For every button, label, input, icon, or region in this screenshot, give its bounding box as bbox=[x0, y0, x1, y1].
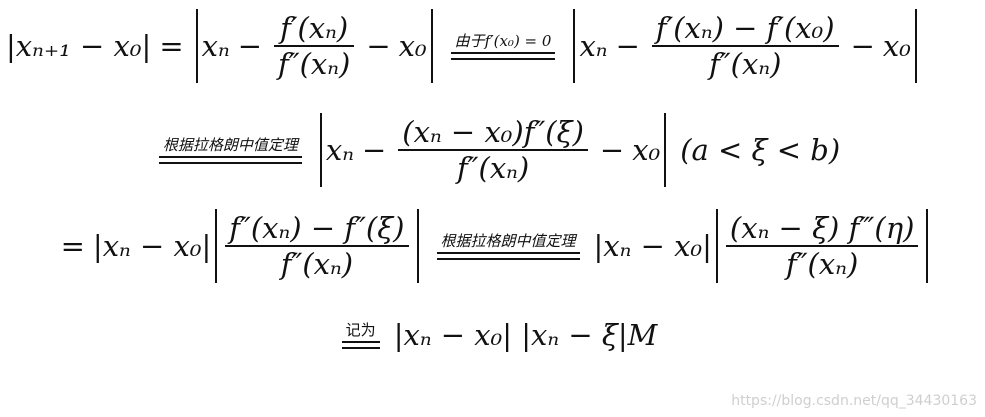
fraction-bar bbox=[225, 245, 409, 247]
minus-sign: − bbox=[361, 133, 387, 167]
abs-group-5: (xₙ − ξ) f‴(η) f″(xₙ) bbox=[715, 209, 929, 283]
fraction-numerator: f′(xₙ) bbox=[280, 11, 349, 45]
double-bar bbox=[450, 52, 556, 60]
fraction-denominator: f″(xₙ) bbox=[278, 47, 351, 81]
double-bar bbox=[436, 252, 580, 260]
lagrange-label: 根据拉格朗中值定理 bbox=[162, 136, 298, 154]
watermark-url: https://blog.csdn.net/qq_34430163 bbox=[731, 393, 977, 409]
minus-sign: − bbox=[237, 29, 263, 63]
fraction-bar bbox=[398, 149, 588, 151]
minus-sign: − bbox=[850, 29, 875, 63]
double-bar bbox=[341, 341, 380, 349]
abs-xn-minus-x0: |xₙ − x₀| bbox=[593, 229, 712, 263]
fraction-bar bbox=[274, 45, 355, 47]
minus-sign: − bbox=[366, 29, 391, 63]
equals-sign: = bbox=[159, 29, 184, 63]
defined-equals-denote: 记为 bbox=[341, 321, 380, 349]
third-derivative-fraction: (xₙ − ξ) f‴(η) f″(xₙ) bbox=[725, 211, 919, 281]
equals-sign: = bbox=[60, 229, 85, 263]
xi-range: (a < ξ < b) bbox=[680, 133, 841, 167]
mvt-fraction: (xₙ − x₀)f″(ξ) f″(xₙ) bbox=[398, 115, 588, 185]
fraction-numerator: (xₙ − x₀)f″(ξ) bbox=[402, 115, 584, 149]
condition-label: 由于f′(x₀) = 0 bbox=[454, 32, 552, 50]
xn-term: xₙ bbox=[325, 133, 354, 167]
xn-term: xₙ bbox=[579, 29, 608, 63]
defined-equals-since: 由于f′(x₀) = 0 bbox=[450, 32, 556, 60]
fraction-numerator: f′(xₙ) − f′(x₀) bbox=[655, 11, 835, 45]
equation-line-1: |xₙ₊₁ − x₀| = xₙ − f′(xₙ) f″(xₙ) − x₀ 由于… bbox=[0, 8, 985, 84]
fraction-bar bbox=[725, 245, 919, 247]
lhs-abs: |xₙ₊₁ − x₀| bbox=[6, 29, 152, 63]
fraction-denominator: f″(xₙ) bbox=[456, 151, 530, 185]
fraction-denominator: f″(xₙ) bbox=[709, 47, 782, 81]
lagrange-label: 根据拉格朗中值定理 bbox=[440, 232, 576, 250]
final-expression: |xₙ − x₀| |xₙ − ξ|M bbox=[393, 318, 658, 352]
difference-fraction: f′(xₙ) − f′(x₀) f″(xₙ) bbox=[651, 11, 839, 81]
double-bar bbox=[158, 156, 302, 164]
fraction-numerator: f″(xₙ) − f″(ξ) bbox=[229, 211, 405, 245]
denote-label: 记为 bbox=[345, 321, 376, 339]
abs-group-3: xₙ − (xₙ − x₀)f″(ξ) f″(xₙ) − x₀ bbox=[319, 113, 667, 187]
defined-equals-lagrange-2: 根据拉格朗中值定理 bbox=[436, 232, 580, 260]
fraction-denominator: f″(xₙ) bbox=[280, 247, 354, 281]
defined-equals-lagrange: 根据拉格朗中值定理 bbox=[158, 136, 302, 164]
fraction-denominator: f″(xₙ) bbox=[785, 247, 859, 281]
x0-term: x₀ bbox=[882, 29, 911, 63]
x0-term: x₀ bbox=[632, 133, 661, 167]
equation-line-3: = |xₙ − x₀| f″(xₙ) − f″(ξ) f″(xₙ) 根据拉格朗中… bbox=[0, 208, 985, 284]
abs-group-1: xₙ − f′(xₙ) f″(xₙ) − x₀ bbox=[195, 9, 433, 83]
minus-sign: − bbox=[599, 133, 625, 167]
equation-line-4: 记为 |xₙ − x₀| |xₙ − ξ|M bbox=[0, 310, 985, 360]
equation-line-2: 根据拉格朗中值定理 xₙ − (xₙ − x₀)f″(ξ) f″(xₙ) − x… bbox=[0, 112, 985, 188]
abs-group-4: f″(xₙ) − f″(ξ) f″(xₙ) bbox=[215, 209, 419, 283]
second-derivative-fraction: f″(xₙ) − f″(ξ) f″(xₙ) bbox=[225, 211, 409, 281]
fraction-numerator: (xₙ − ξ) f‴(η) bbox=[729, 211, 915, 245]
x0-term: x₀ bbox=[398, 29, 427, 63]
xn-term: xₙ bbox=[201, 29, 230, 63]
abs-group-2: xₙ − f′(xₙ) − f′(x₀) f″(xₙ) − x₀ bbox=[573, 9, 917, 83]
fraction-bar bbox=[651, 45, 839, 47]
abs-xn-minus-x0: |xₙ − x₀| bbox=[92, 229, 212, 263]
minus-sign: − bbox=[615, 29, 640, 63]
newton-fraction: f′(xₙ) f″(xₙ) bbox=[274, 11, 355, 81]
